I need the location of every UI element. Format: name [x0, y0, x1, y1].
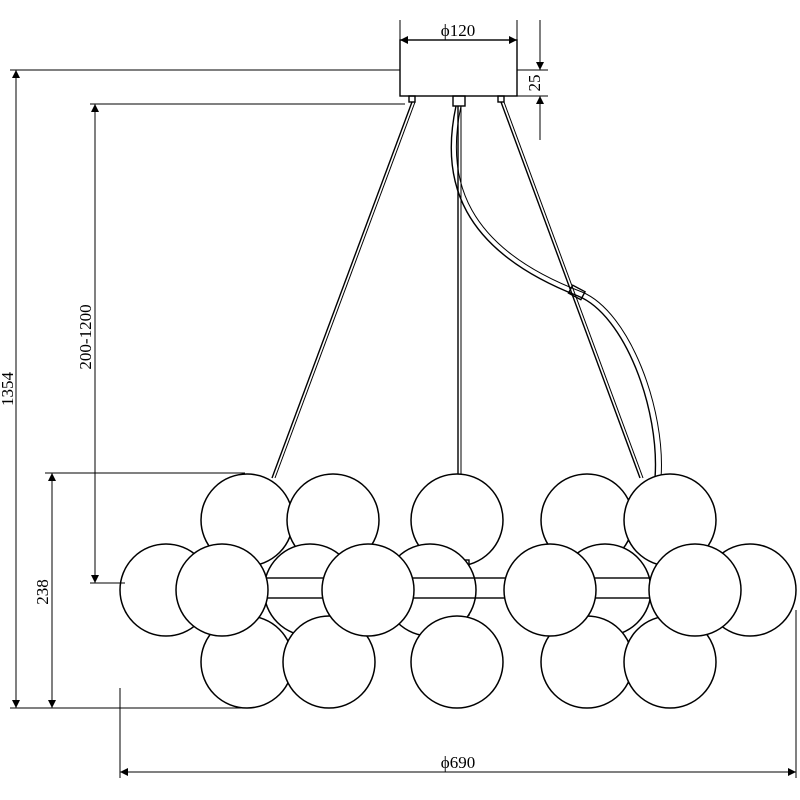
canopy-diameter-label: ϕ120 [441, 21, 475, 40]
dimension-canopy-height: 25 [517, 20, 548, 140]
globes-back-row [200, 473, 717, 567]
globe [321, 543, 415, 637]
globe [648, 543, 742, 637]
globes-bottom-row [200, 615, 717, 709]
globes-front-row [119, 543, 797, 637]
canopy-height-label: 25 [525, 75, 544, 92]
overall-diameter-label: ϕ690 [441, 753, 475, 772]
globe [175, 543, 269, 637]
globe [410, 615, 504, 709]
suspension-range-label: 200-1200 [76, 304, 95, 369]
dimension-canopy-diameter: ϕ120 [399, 20, 518, 44]
total-height-label: 1354 [0, 372, 17, 407]
suspension-cables [271, 101, 644, 479]
dimension-suspension-range: 200-1200 [76, 103, 405, 584]
dimension-total-height: 1354 [0, 69, 400, 709]
ceiling-canopy [399, 39, 518, 107]
globe [282, 615, 376, 709]
globe [503, 543, 597, 637]
dimension-body-height: 238 [33, 472, 245, 708]
body-height-label: 238 [33, 579, 52, 605]
dimension-overall-diameter: ϕ690 [119, 610, 797, 778]
power-cord [450, 105, 662, 479]
